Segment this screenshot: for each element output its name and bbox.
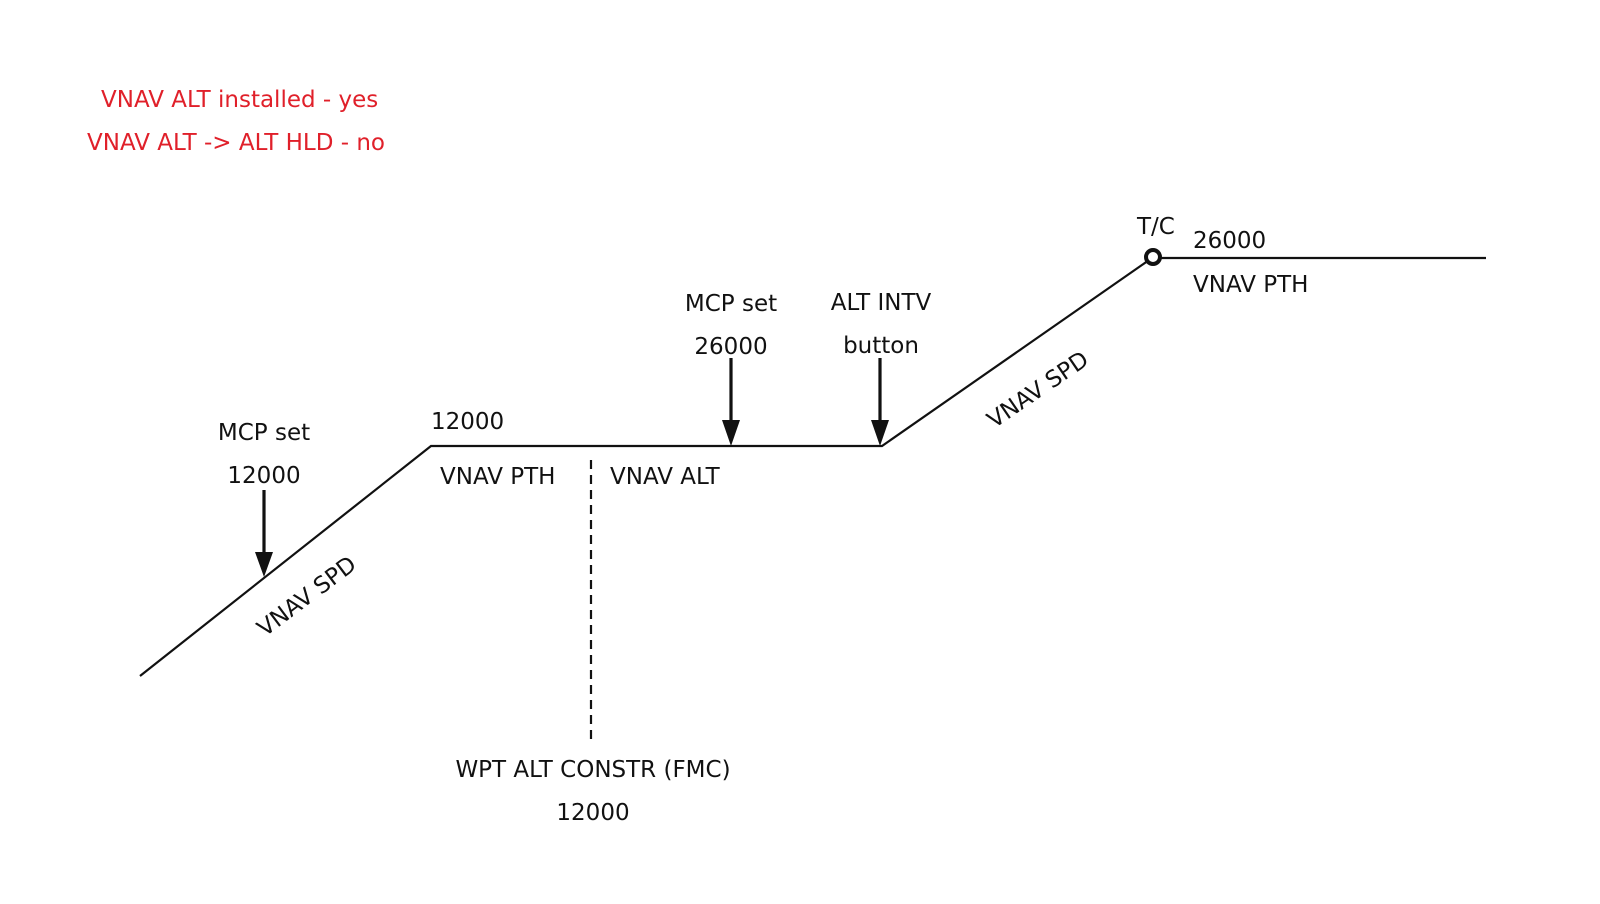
climb-profile-line <box>139 257 1153 677</box>
mode-vnav-pth-2: VNAV PTH <box>1193 272 1309 298</box>
alt-intv-arrow <box>871 358 889 446</box>
setting-vnav-alt-to-alt-hld: VNAV ALT -> ALT HLD - no <box>87 130 386 156</box>
alt-intv-value: button <box>843 333 919 359</box>
alt-intv-title: ALT INTV <box>830 290 932 316</box>
mcp-set-12000-title: MCP set <box>217 420 311 446</box>
mode-vnav-pth-1: VNAV PTH <box>440 464 556 490</box>
level-12000-label: 12000 <box>431 409 505 435</box>
mcp-26000-arrow <box>722 358 740 446</box>
level-26000-label: 26000 <box>1193 228 1267 254</box>
mcp-set-12000-value: 12000 <box>227 463 301 489</box>
wpt-alt-constraint-value: 12000 <box>556 800 630 826</box>
mode-vnav-alt: VNAV ALT <box>610 464 720 490</box>
mcp-set-26000-title: MCP set <box>684 291 778 317</box>
top-of-climb-marker <box>1144 248 1162 266</box>
setting-vnav-alt-installed: VNAV ALT installed - yes <box>101 87 379 113</box>
mcp-12000-arrow <box>255 490 273 577</box>
mcp-set-26000-value: 26000 <box>694 334 768 360</box>
wpt-alt-constraint-title: WPT ALT CONSTR (FMC) <box>455 757 731 783</box>
top-of-climb-label: T/C <box>1137 214 1175 240</box>
